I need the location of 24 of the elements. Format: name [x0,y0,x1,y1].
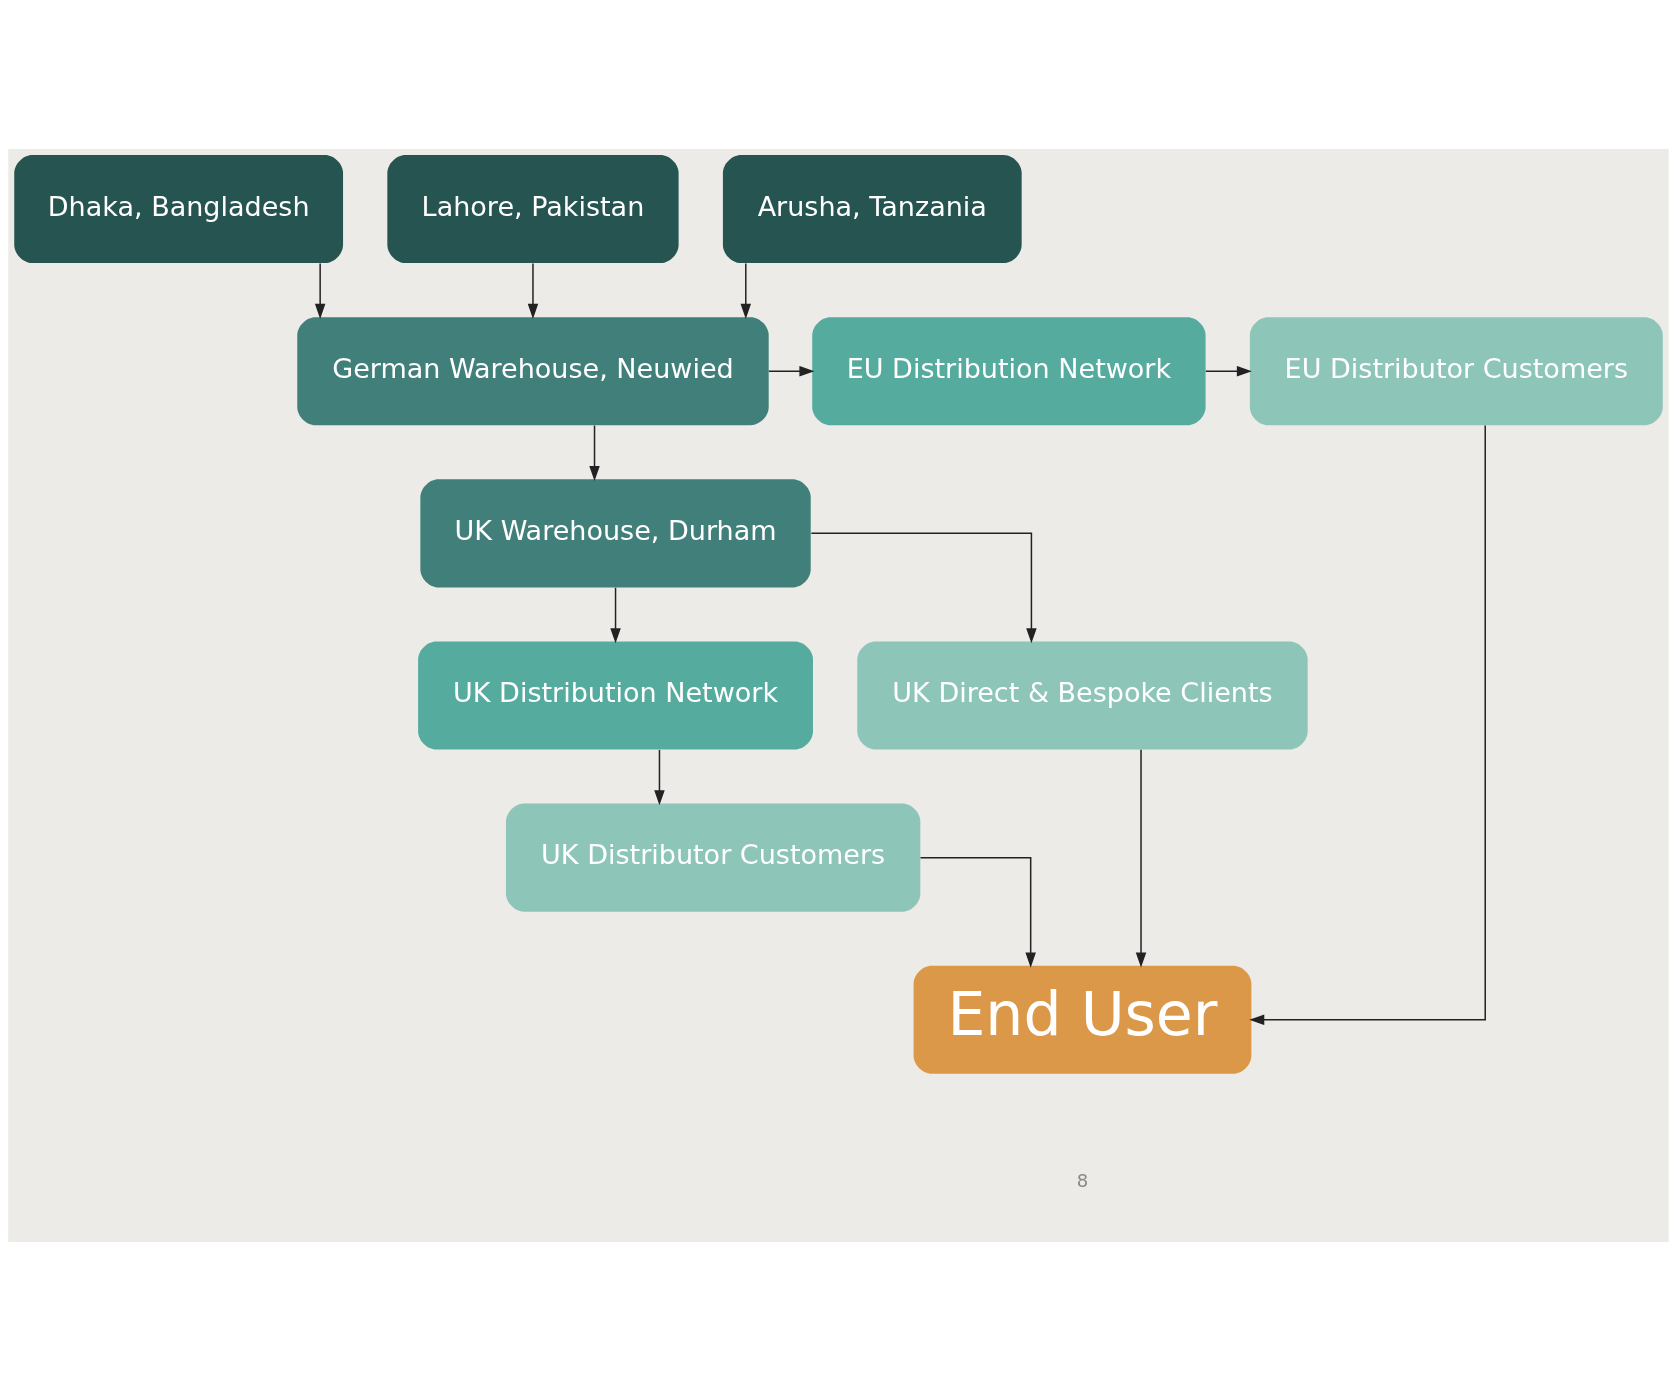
arrow [610,586,621,643]
node-box: End User [913,965,1252,1074]
node-box: UK Distributor Customers [505,803,921,912]
node-box: Dhaka, Bangladesh [14,154,344,263]
arrow [527,262,539,319]
node-box: UK Distribution Network [418,640,813,750]
node-box: Arusha, Tanzania [722,154,1022,263]
arrow [1135,748,1147,968]
node-box: German Warehouse, Neuwied [297,316,769,425]
arrow [314,262,326,319]
arrow [589,424,600,481]
label: 8 [1076,1169,1089,1191]
arrow [1205,365,1252,376]
arrow [810,532,1037,643]
arrow [654,748,665,805]
node-box: Lahore, Pakistan [387,154,679,263]
arrow [919,856,1036,968]
node-box: EU Distributor Customers [1249,316,1663,425]
node-box: EU Distribution Network [812,316,1206,425]
arrow [1249,424,1486,1025]
arrow [768,365,815,376]
arrow [740,262,752,319]
node-box: UK Direct & Bespoke Clients [857,640,1308,750]
node-box: UK Warehouse, Durham [420,478,811,587]
